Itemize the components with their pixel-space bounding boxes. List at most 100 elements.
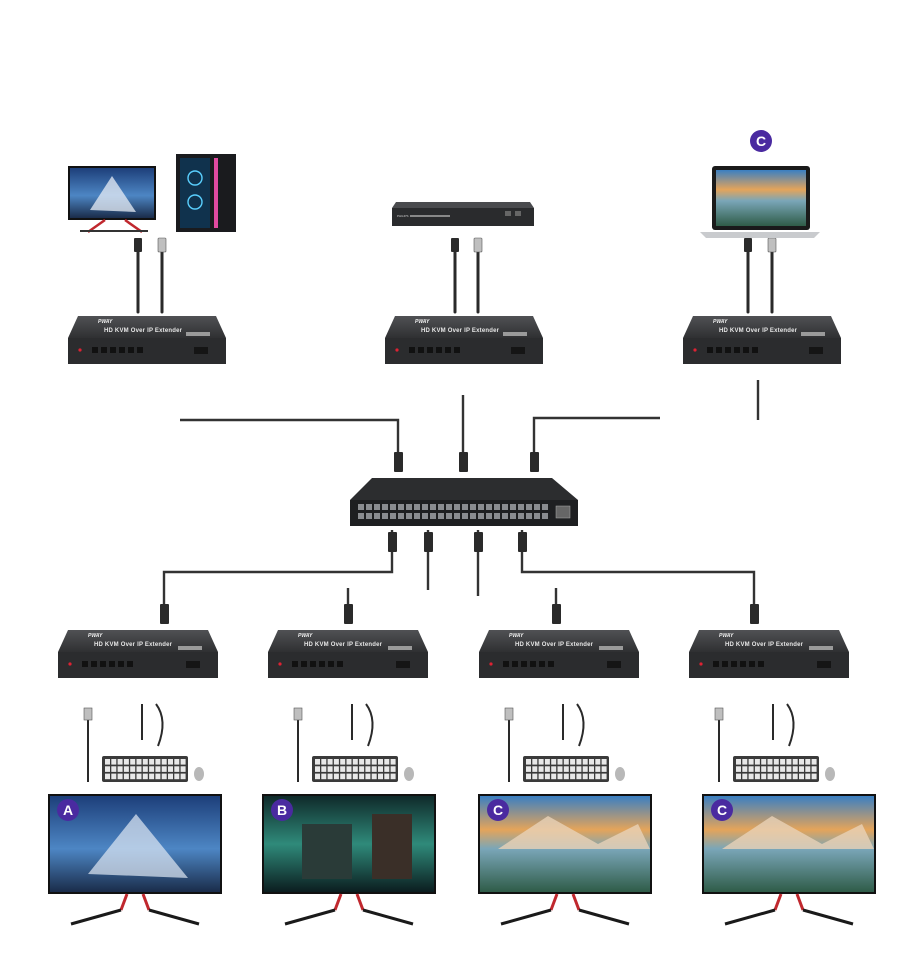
key xyxy=(130,759,136,765)
power-led xyxy=(693,348,697,352)
key xyxy=(601,773,607,780)
io-port xyxy=(118,661,124,667)
key xyxy=(742,773,748,780)
key xyxy=(736,773,741,780)
source-cables xyxy=(136,248,774,314)
key xyxy=(142,766,148,772)
key xyxy=(792,773,798,780)
key xyxy=(526,773,531,780)
key xyxy=(149,766,155,772)
key xyxy=(346,766,352,772)
key xyxy=(155,766,161,772)
key xyxy=(136,773,142,780)
power-led xyxy=(68,662,72,666)
key xyxy=(359,766,365,772)
key xyxy=(526,766,531,772)
switch-port xyxy=(438,504,444,510)
key xyxy=(748,759,754,765)
key xyxy=(736,766,741,772)
key xyxy=(544,759,550,765)
key xyxy=(378,773,383,780)
key xyxy=(576,766,582,772)
peripheral-cables xyxy=(141,703,164,747)
key xyxy=(352,759,358,765)
key xyxy=(805,773,811,780)
id-sticker xyxy=(178,646,202,650)
io-port xyxy=(725,347,731,353)
key xyxy=(327,773,333,780)
key xyxy=(811,773,817,780)
screen-badge: C xyxy=(487,799,509,821)
key xyxy=(773,773,779,780)
power-led xyxy=(395,348,399,352)
switch-port xyxy=(398,504,404,510)
model-label: HD KVM Over IP Extender xyxy=(421,328,500,334)
screen-badge: C xyxy=(711,799,733,821)
key xyxy=(384,759,390,765)
switch-port xyxy=(494,513,500,519)
key xyxy=(105,773,110,780)
io-port xyxy=(319,661,325,667)
key xyxy=(378,766,383,772)
key xyxy=(792,759,798,765)
switch-port xyxy=(510,504,516,510)
ethernet-cables-top xyxy=(180,380,760,462)
key xyxy=(161,773,167,780)
brand-label: PWAY xyxy=(509,633,524,639)
mouse xyxy=(194,767,204,781)
key xyxy=(174,773,180,780)
power-led xyxy=(489,662,493,666)
switch-port xyxy=(510,513,516,519)
key xyxy=(168,759,173,765)
switch-port xyxy=(414,504,420,510)
mouse xyxy=(615,767,625,781)
mountain-shape xyxy=(498,816,650,849)
key xyxy=(365,766,371,772)
io-port xyxy=(752,347,758,353)
key xyxy=(130,766,136,772)
ethernet-cables-bottom xyxy=(162,530,756,612)
key xyxy=(748,773,754,780)
key xyxy=(551,773,557,780)
key xyxy=(570,759,576,765)
key xyxy=(811,766,817,772)
io-port xyxy=(548,661,554,667)
io-port xyxy=(743,347,749,353)
key xyxy=(315,766,320,772)
monitor-stand xyxy=(773,893,805,911)
key xyxy=(570,766,576,772)
io-port xyxy=(409,347,415,353)
io-port xyxy=(740,661,746,667)
key xyxy=(767,766,773,772)
switch-port xyxy=(518,504,524,510)
key xyxy=(582,759,588,765)
key xyxy=(576,773,582,780)
model-label: HD KVM Over IP Extender xyxy=(725,642,804,648)
key xyxy=(811,759,817,765)
screen-badge: A xyxy=(57,799,79,821)
io-port xyxy=(137,347,143,353)
model-label: HD KVM Over IP Extender xyxy=(719,328,798,334)
badge-letter: C xyxy=(493,802,503,818)
switch-port xyxy=(430,513,436,519)
switch-port xyxy=(382,504,388,510)
switch-port xyxy=(390,504,396,510)
key xyxy=(736,759,741,765)
key xyxy=(359,773,365,780)
key xyxy=(526,759,531,765)
switch-port xyxy=(358,513,364,519)
monitor-base xyxy=(500,908,630,926)
key xyxy=(352,766,358,772)
key xyxy=(792,766,798,772)
key xyxy=(352,773,358,780)
key xyxy=(786,773,792,780)
key xyxy=(551,759,557,765)
key xyxy=(142,759,148,765)
switch-port xyxy=(390,513,396,519)
usb-plug xyxy=(504,707,514,721)
